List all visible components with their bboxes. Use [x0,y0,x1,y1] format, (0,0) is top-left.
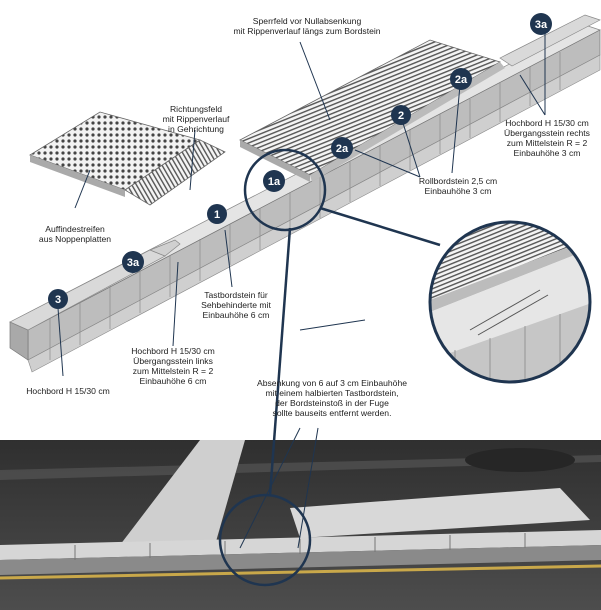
svg-text:3: 3 [55,294,61,306]
svg-text:2a: 2a [455,74,468,86]
manhole-cover [465,448,575,472]
label-sperrfeld: Sperrfeld vor Nullabsenkung mit Rippenve… [233,16,381,36]
label-hochbord-links: Hochbord H 15/30 cm Übergangsstein links… [131,346,215,386]
label-auffindestreifen: Auffindestreifen aus Noppenplatten [38,224,112,244]
label-tastbordstein: Tastbordstein für Sehbehinderte mit Einb… [201,290,271,320]
svg-text:1: 1 [214,209,220,221]
svg-text:3a: 3a [127,257,140,269]
svg-text:1a: 1a [268,176,281,188]
label-rollbordstein: Rollbordstein 2,5 cm Einbauhöhe 3 cm [418,176,498,196]
sidewalk-paving-photo [290,488,590,538]
detail-circle-small [243,148,327,232]
badge-2a-mid: 2a [331,137,353,159]
photo-detail-circle [218,493,312,587]
badge-1: 1 [207,204,227,224]
svg-text:2a: 2a [336,143,349,155]
badge-2a-top: 2a [450,68,472,90]
label-absenkung: Absenkung von 6 auf 3 cm Einbauhöhe mit … [256,378,408,418]
badge-3: 3 [48,289,68,309]
svg-text:3a: 3a [535,19,548,31]
label-hochbord-rechts: Hochbord H 15/30 cm Übergangsstein recht… [504,118,590,158]
richtungsfeld-field [124,139,226,206]
zoom-detail [428,220,592,384]
curb-joints [49,52,561,360]
badge-1a: 1a [263,170,285,192]
badge-3a-left: 3a [122,251,144,273]
leader-lines [57,28,546,549]
badge-3a-right: 3a [530,13,552,35]
tactile-strip-photo [120,440,245,545]
badge-2: 2 [391,105,411,125]
street-photo [0,440,601,610]
zoom-circle-border [428,220,592,384]
label-hochbord: Hochbord H 15/30 cm [26,386,110,396]
label-richtungsfeld: Richtungsfeld mit Rippenverlauf in Gehri… [162,104,230,134]
connector-lines [268,206,441,496]
svg-text:2: 2 [398,110,404,122]
badges: 1 1a 2 2a 2a 3 [48,13,552,309]
yellow-road-marking [0,564,601,580]
